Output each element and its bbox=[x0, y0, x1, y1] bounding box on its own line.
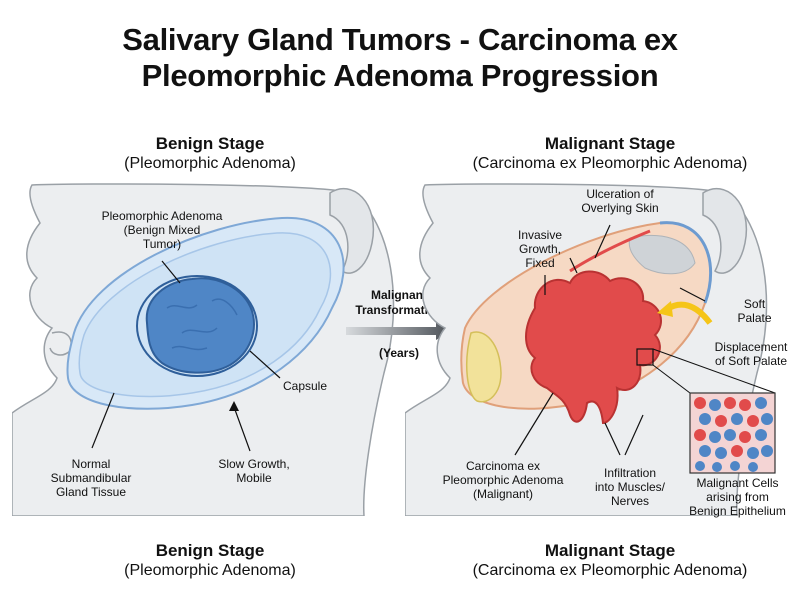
benign-stage-heading-bottom: Benign Stage (Pleomorphic Adenoma) bbox=[20, 541, 400, 581]
invasive-label: Invasive Growth, Fixed bbox=[517, 228, 563, 270]
arrow-icon bbox=[346, 322, 452, 340]
ear-icon bbox=[329, 187, 375, 274]
carcinoma-label: Carcinoma ex Pleomorphic Adenoma (Malign… bbox=[442, 459, 564, 501]
normal-tissue-label: Normal Submandibular Gland Tissue bbox=[50, 457, 132, 499]
malignant-stage-heading-bottom: Malignant Stage (Carcinoma ex Pleomorphi… bbox=[420, 541, 800, 581]
invasive-leader bbox=[569, 257, 578, 274]
page-title: Salivary Gland Tumors - Carcinoma ex Ple… bbox=[0, 22, 800, 94]
cells-label: Malignant Cells arising from Benign Epit… bbox=[689, 476, 786, 518]
arrow-label-1: Malignant bbox=[371, 288, 427, 302]
malignant-subheading: (Carcinoma ex Pleomorphic Adenoma) bbox=[472, 155, 748, 172]
carcinoma-leader bbox=[514, 392, 554, 456]
malignant-stage-heading-top: Malignant Stage (Carcinoma ex Pleomorphi… bbox=[420, 134, 800, 174]
benign-heading: Benign Stage bbox=[155, 134, 265, 153]
ulceration-leader bbox=[594, 224, 611, 259]
benign-stage-heading-top: Benign Stage (Pleomorphic Adenoma) bbox=[20, 134, 400, 174]
zoom-line-2 bbox=[652, 348, 776, 394]
infiltration-label: Infiltration into Muscles/ Nerves bbox=[594, 466, 666, 508]
infiltration-leader-2 bbox=[624, 414, 644, 456]
displacement-label: Displacement of Soft Palate bbox=[714, 340, 788, 368]
zoom-box bbox=[636, 348, 654, 366]
tumor-leader bbox=[161, 260, 181, 284]
title-line-1: Salivary Gland Tumors - Carcinoma ex bbox=[122, 22, 678, 57]
benign-tumor bbox=[145, 277, 255, 374]
gray-tissue bbox=[628, 235, 696, 275]
malignant-subheading-bottom: (Carcinoma ex Pleomorphic Adenoma) bbox=[472, 562, 748, 579]
ear-icon-2 bbox=[702, 187, 748, 274]
transformation-arrow: Malignant Transformation (Years) bbox=[344, 288, 454, 368]
soft-palate-leader bbox=[679, 287, 706, 302]
malignant-illustration bbox=[404, 183, 776, 517]
benign-illustration bbox=[11, 183, 395, 517]
capsule-label: Capsule bbox=[282, 379, 328, 393]
normal-leader bbox=[91, 392, 115, 449]
zoom-line-1 bbox=[652, 364, 691, 394]
benign-subheading-bottom: (Pleomorphic Adenoma) bbox=[124, 562, 296, 579]
arrow-label-2: Transformation bbox=[355, 303, 443, 317]
capsule-leader bbox=[249, 350, 281, 379]
title-line-2: Pleomorphic Adenoma Progression bbox=[141, 58, 659, 93]
growth-leader bbox=[233, 406, 251, 452]
tumor-label: Pleomorphic Adenoma (Benign Mixed Tumor) bbox=[101, 209, 223, 251]
tumor-texture bbox=[166, 298, 238, 351]
infiltration-leader-1 bbox=[604, 422, 621, 456]
slow-growth-label: Slow Growth, Mobile bbox=[218, 457, 290, 485]
capsule bbox=[136, 275, 258, 377]
malignant-heading: Malignant Stage bbox=[544, 134, 676, 153]
displacement-arrowhead bbox=[657, 301, 673, 317]
growth-arrowhead bbox=[229, 401, 239, 411]
benign-panel: Pleomorphic Adenoma (Benign Mixed Tumor)… bbox=[11, 183, 407, 517]
arrow-label-3: (Years) bbox=[378, 346, 420, 360]
malignant-heading-bottom: Malignant Stage bbox=[544, 541, 676, 560]
ulceration-edge bbox=[569, 229, 651, 273]
ulceration-label: Ulceration of Overlying Skin bbox=[581, 187, 659, 215]
malignant-panel: Ulceration of Overlying Skin Invasive Gr… bbox=[404, 183, 800, 518]
benign-subheading: (Pleomorphic Adenoma) bbox=[124, 155, 296, 172]
soft-palate-label: Soft Palate bbox=[737, 297, 772, 325]
cells-pattern bbox=[694, 397, 773, 472]
blue-rim bbox=[659, 221, 713, 304]
fat-tissue bbox=[466, 331, 502, 403]
benign-heading-bottom: Benign Stage bbox=[155, 541, 265, 560]
malignant-tumor bbox=[525, 270, 662, 425]
